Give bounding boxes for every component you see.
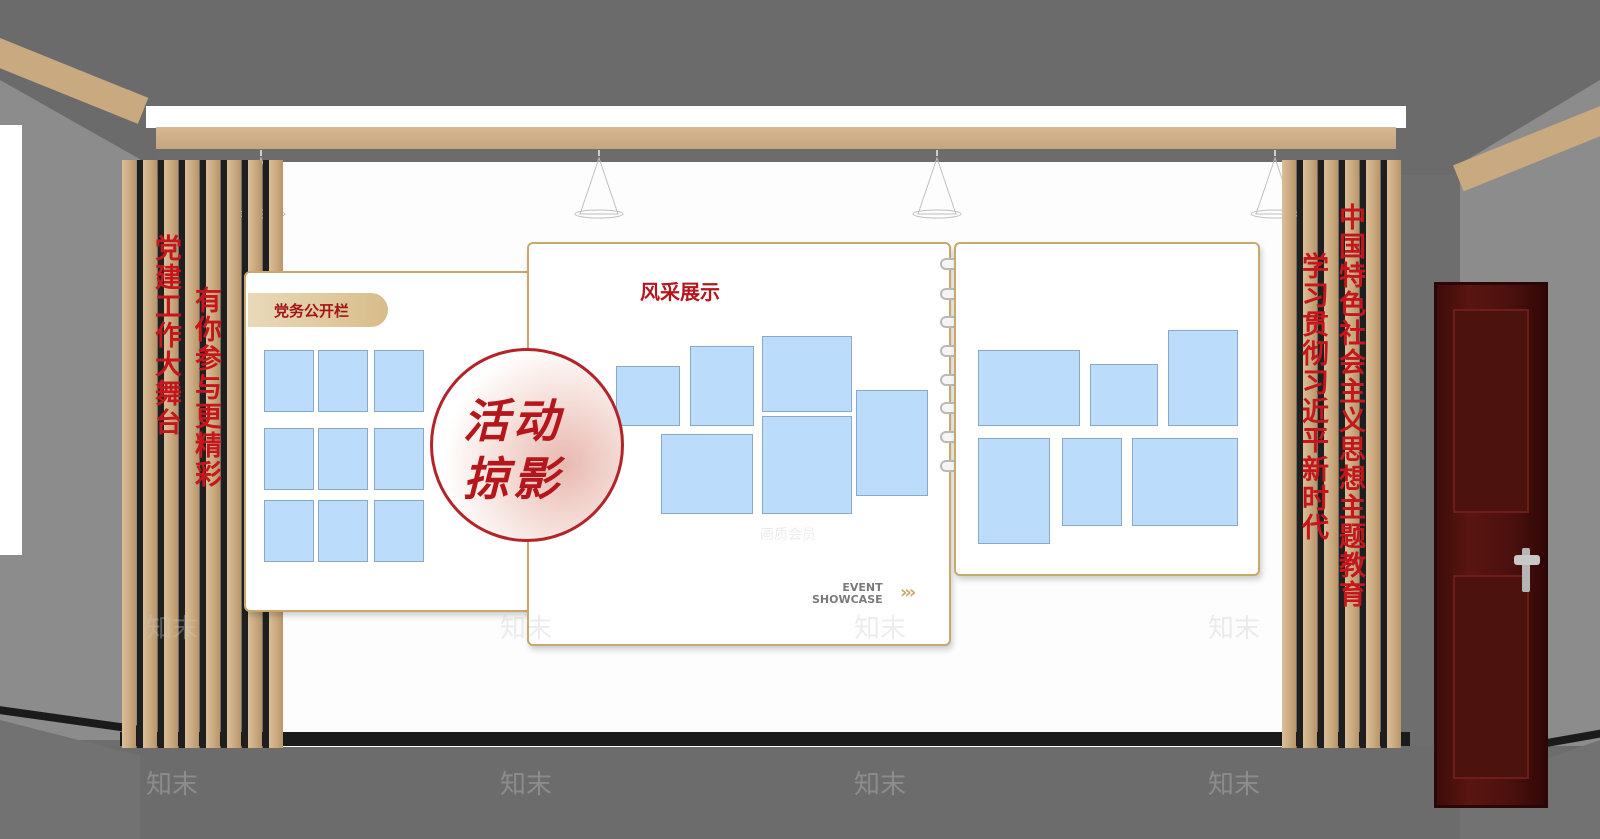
showcase-photo [690, 346, 754, 426]
watermark: 知末 [500, 770, 553, 800]
chevron-arrows-icon: ››› [900, 582, 916, 603]
pendant-lamp-icon [912, 150, 962, 219]
watermark: 知末 [1208, 770, 1261, 800]
photo-wall-photo [978, 438, 1050, 544]
slat-gap [200, 160, 206, 748]
slat-gap [1360, 160, 1366, 748]
left-wall-white-board [0, 125, 22, 555]
door-handle-icon[interactable] [1514, 555, 1540, 565]
wood-slat [1324, 160, 1338, 748]
wood-soffit-trim [156, 127, 1396, 149]
showcase-photo [762, 416, 852, 514]
notice-board-tag-text: 党务公开栏 [274, 302, 350, 320]
soffit-shadow [156, 149, 1396, 161]
left-slogan-1: 党建工作大舞台 [150, 234, 181, 437]
notice-photo [318, 428, 368, 490]
photo-wall-photo [1090, 364, 1158, 426]
floor [0, 746, 1600, 839]
notice-photo [318, 350, 368, 412]
notice-photo [318, 500, 368, 562]
wood-slat [1387, 160, 1401, 748]
slat-gap [1297, 160, 1303, 748]
watermark: 知末 [146, 614, 199, 644]
door[interactable] [1434, 282, 1548, 808]
wood-slat [1345, 160, 1359, 748]
watermark: 知末 [854, 614, 907, 644]
door-panel-lower [1453, 575, 1529, 779]
photo-wall-photo [1132, 438, 1238, 526]
slat-gap [1381, 160, 1387, 748]
left-side-wall [0, 80, 140, 740]
showcase-photo [856, 390, 928, 496]
watermark: 知末 [500, 614, 553, 644]
photo-wall-photo [1062, 438, 1122, 526]
photo-wall-photo [1168, 330, 1238, 426]
event-label-line-1: EVENT [842, 581, 883, 594]
showcase-photo [616, 366, 680, 426]
wood-slat [164, 160, 178, 748]
seal-line-2: 掠影 [463, 452, 563, 506]
showcase-photo [762, 336, 852, 412]
watermark-quality: 画质会员 [760, 527, 816, 543]
right-slogan-1: 中国特色社会主义思想主题教育 [1334, 203, 1365, 609]
wood-slat [227, 160, 241, 748]
showcase-photo [661, 434, 753, 514]
notice-board-tag: 党务公开栏 [248, 293, 388, 327]
wood-slat [1366, 160, 1380, 748]
event-showcase-label: EVENT SHOWCASE [812, 582, 883, 606]
notice-photo [264, 428, 314, 490]
slat-gap [1318, 160, 1324, 748]
left-slogan-2: 有你参与更精彩 [190, 286, 221, 489]
ceiling-soffit [146, 106, 1406, 128]
door-panel-upper [1453, 309, 1529, 513]
notice-photo [264, 500, 314, 562]
slat-gap [137, 160, 143, 748]
slat-gap [1339, 160, 1345, 748]
watermark: 知末 [854, 770, 907, 800]
wood-slat [143, 160, 157, 748]
watermark: 知末 [1208, 614, 1261, 644]
wood-slat [185, 160, 199, 748]
right-slogan-2: 学习贯彻习近平新时代 [1297, 252, 1328, 542]
wood-slat [122, 160, 136, 748]
wood-slat [1303, 160, 1317, 748]
slat-gap [158, 160, 164, 748]
event-label-line-2: SHOWCASE [812, 593, 883, 606]
back-baseboard [120, 732, 1410, 746]
pendant-lamp-icon [574, 150, 624, 219]
door-lock-plate [1522, 548, 1530, 592]
notice-photo [374, 350, 424, 412]
watermark: 知末 [146, 770, 199, 800]
notice-photo [374, 500, 424, 562]
activity-highlights-seal: 活动 掠影 [430, 348, 624, 542]
photo-wall-photo [978, 350, 1080, 426]
wood-slat [1282, 160, 1296, 748]
wood-slat [206, 160, 220, 748]
seal-line-1: 活动 [463, 394, 563, 448]
notice-photo [374, 428, 424, 490]
showcase-title: 风采展示 [640, 280, 720, 304]
slat-gap [179, 160, 185, 748]
notice-photo [264, 350, 314, 412]
slat-gap [221, 160, 227, 748]
